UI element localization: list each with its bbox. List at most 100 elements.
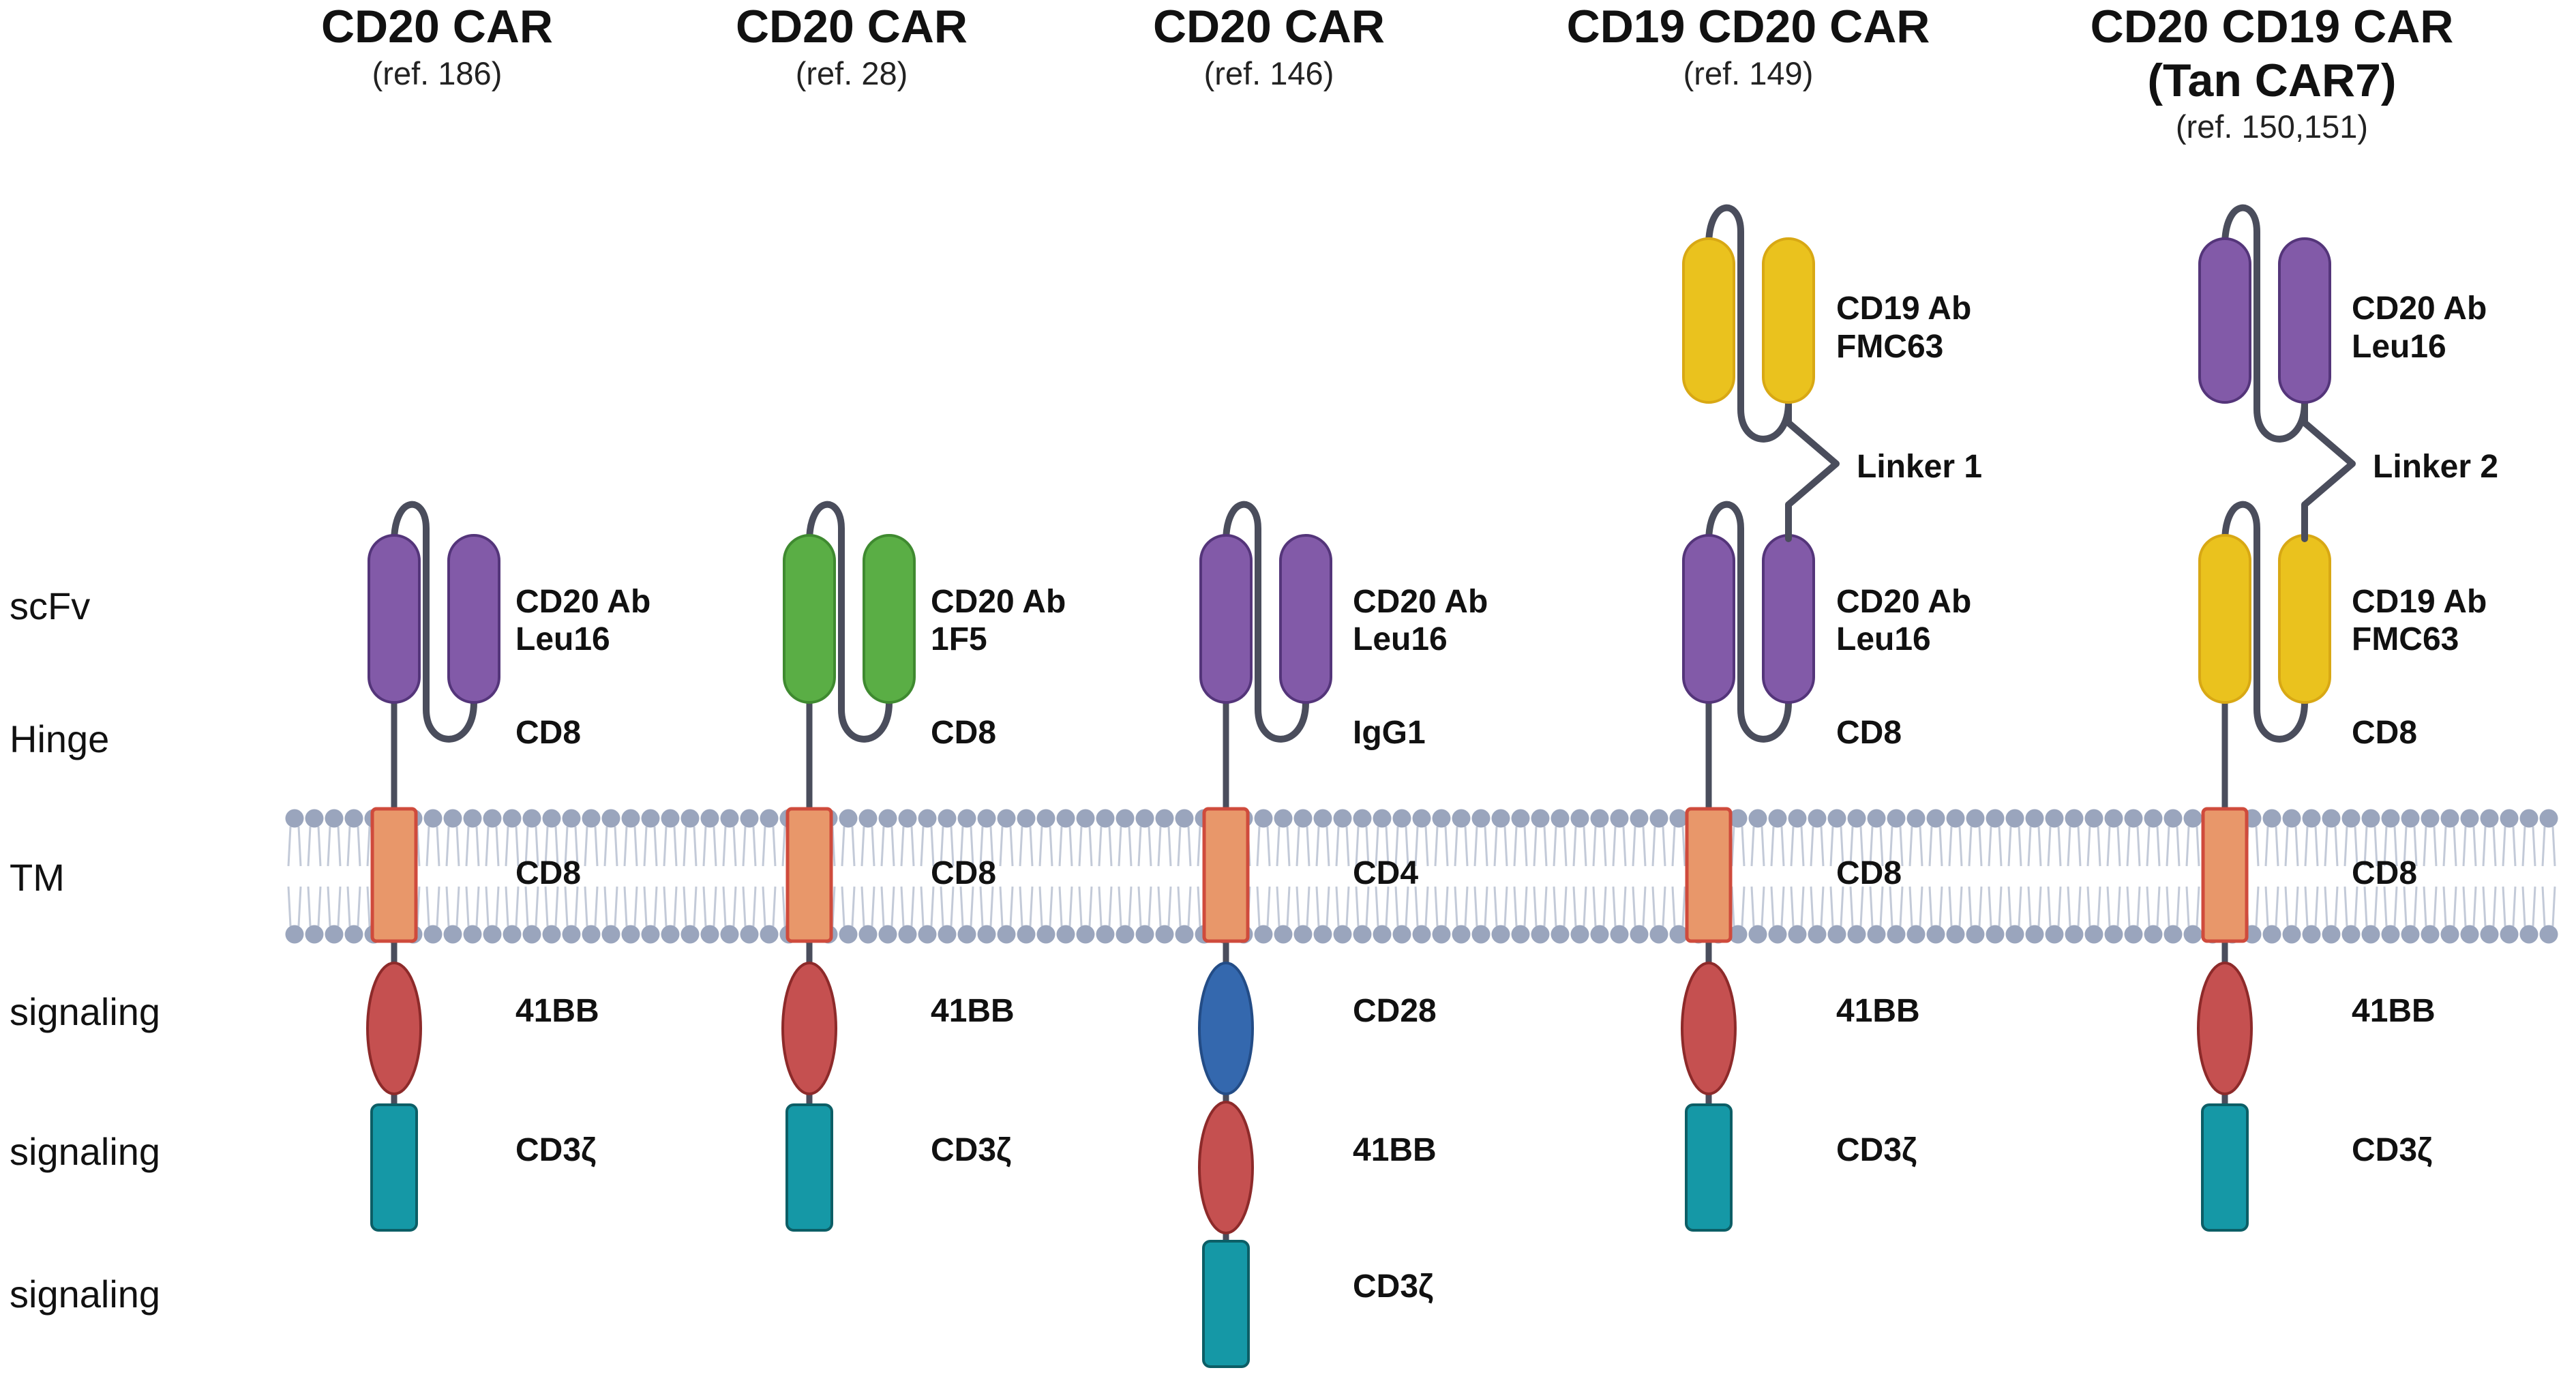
lipid-head-outer [700, 809, 719, 828]
lipid-tails [1473, 826, 1488, 927]
construct-title: CD19 CD20 CAR [1567, 1, 1930, 53]
lipid-head-inner [1788, 925, 1807, 944]
linker-label: Linker 1 [1857, 449, 1982, 485]
lipid-tails [1572, 826, 1587, 927]
tm-label: CD8 [515, 855, 581, 891]
lipid-head-inner [2539, 925, 2558, 944]
lipid-tails [584, 826, 599, 927]
scfv-loop [391, 501, 477, 743]
lipid-head-outer [878, 809, 897, 828]
lipid-head-outer [1590, 809, 1609, 828]
lipid-head-outer [2341, 809, 2361, 828]
lipid-head-inner [1175, 925, 1194, 944]
lipid-tails [1592, 826, 1607, 927]
lipid-tails [1355, 826, 1370, 927]
lipid-head-outer [839, 809, 858, 828]
lipid-tails [2027, 826, 2042, 927]
lipid-tails [663, 826, 678, 927]
lipid-tails [2067, 826, 2082, 927]
lipid-head-outer [2262, 809, 2281, 828]
lipid-head-inner [1511, 925, 1530, 944]
lipid-head-outer [601, 809, 620, 828]
lipid-tails [2284, 826, 2299, 927]
scfv-light-chain [1762, 534, 1815, 704]
lipid-tails [1414, 826, 1429, 927]
lipid-head-outer [1847, 809, 1866, 828]
lipid-tails [841, 826, 856, 927]
lipid-head-outer [1551, 809, 1570, 828]
lipid-tails [1157, 826, 1172, 927]
lipid-tails [1988, 826, 2003, 927]
lipid-tails [1928, 826, 1943, 927]
lipid-head-inner [1076, 925, 1095, 944]
lipid-head-outer [1254, 809, 1273, 828]
lipid-head-inner [1827, 925, 1846, 944]
lipid-head-outer [1293, 809, 1313, 828]
lipid-tails [959, 826, 974, 927]
lipid-tails [2047, 826, 2062, 927]
lipid-tails [1038, 826, 1053, 927]
lipid-head-inner [1293, 925, 1313, 944]
lipid-head-inner [1313, 925, 1332, 944]
lipid-tails [1513, 826, 1528, 927]
lipid-tails [1493, 826, 1508, 927]
lipid-tails [2541, 826, 2556, 927]
lipid-head-inner [1056, 925, 1075, 944]
signaling-label: CD28 [1353, 993, 1437, 1029]
lipid-head-inner [1570, 925, 1589, 944]
lipid-tails [2304, 826, 2319, 927]
lipid-tails [2383, 826, 2398, 927]
scfv-light-chain [1762, 237, 1815, 404]
lipid-tails [505, 826, 520, 927]
signaling-label: CD3ζ [2352, 1132, 2432, 1168]
lipid-tails [1671, 826, 1686, 927]
lipid-head-inner [1036, 925, 1055, 944]
lipid-head-inner [997, 925, 1016, 944]
lipid-head-inner [2341, 925, 2361, 944]
constructs: CD20 CAR(ref. 186)CD20 AbLeu16CD8CD841BB… [321, 1, 2498, 1368]
tm-label: CD8 [2352, 855, 2417, 891]
scfv-antibody-label: CD20 Ab [1353, 584, 1488, 620]
signaling-domain-41bb [1681, 962, 1737, 1095]
lipid-head-inner [1353, 925, 1372, 944]
lipid-head-outer [1827, 809, 1846, 828]
lipid-tails [979, 826, 994, 927]
row-label-signaling-3: signaling [10, 1273, 160, 1316]
lipid-tails [1750, 826, 1765, 927]
lipid-head-outer [2539, 809, 2558, 828]
lipid-head-inner [1669, 925, 1688, 944]
lipid-tails [2423, 826, 2438, 927]
scfv-heavy-chain [1682, 237, 1735, 404]
lipid-tails [1968, 826, 1983, 927]
lipid-head-inner [2381, 925, 2400, 944]
lipid-head-outer [1432, 809, 1451, 828]
lipid-head-outer [621, 809, 640, 828]
transmembrane-domain [2201, 807, 2249, 943]
scfv-loop [806, 501, 893, 743]
lipid-tails [1731, 826, 1746, 927]
lipid-tails [2007, 826, 2022, 927]
lipid-head-inner [2361, 925, 2380, 944]
tm-label: CD8 [1836, 855, 1902, 891]
lipid-head-inner [1254, 925, 1273, 944]
lipid-tails [900, 826, 915, 927]
lipid-head-outer [1808, 809, 1827, 828]
lipid-head-inner [522, 925, 541, 944]
lipid-head-inner [1096, 925, 1115, 944]
lipid-head-inner [977, 925, 996, 944]
lipid-head-outer [1986, 809, 2005, 828]
lipid-head-outer [1966, 809, 1985, 828]
lipid-tails [465, 826, 480, 927]
lipid-head-outer [1669, 809, 1688, 828]
scfv-heavy-chain [783, 534, 836, 704]
lipid-head-outer [2104, 809, 2123, 828]
lipid-head-inner [2440, 925, 2459, 944]
lipid-tails [307, 826, 322, 927]
lipid-tails [287, 826, 302, 927]
lipid-head-outer [1017, 809, 1036, 828]
transmembrane-domain [1202, 807, 1250, 943]
construct-reference: (ref. 186) [372, 55, 503, 91]
lipid-tails [1375, 826, 1390, 927]
lipid-head-outer [898, 809, 917, 828]
transmembrane-domain [1685, 807, 1733, 943]
